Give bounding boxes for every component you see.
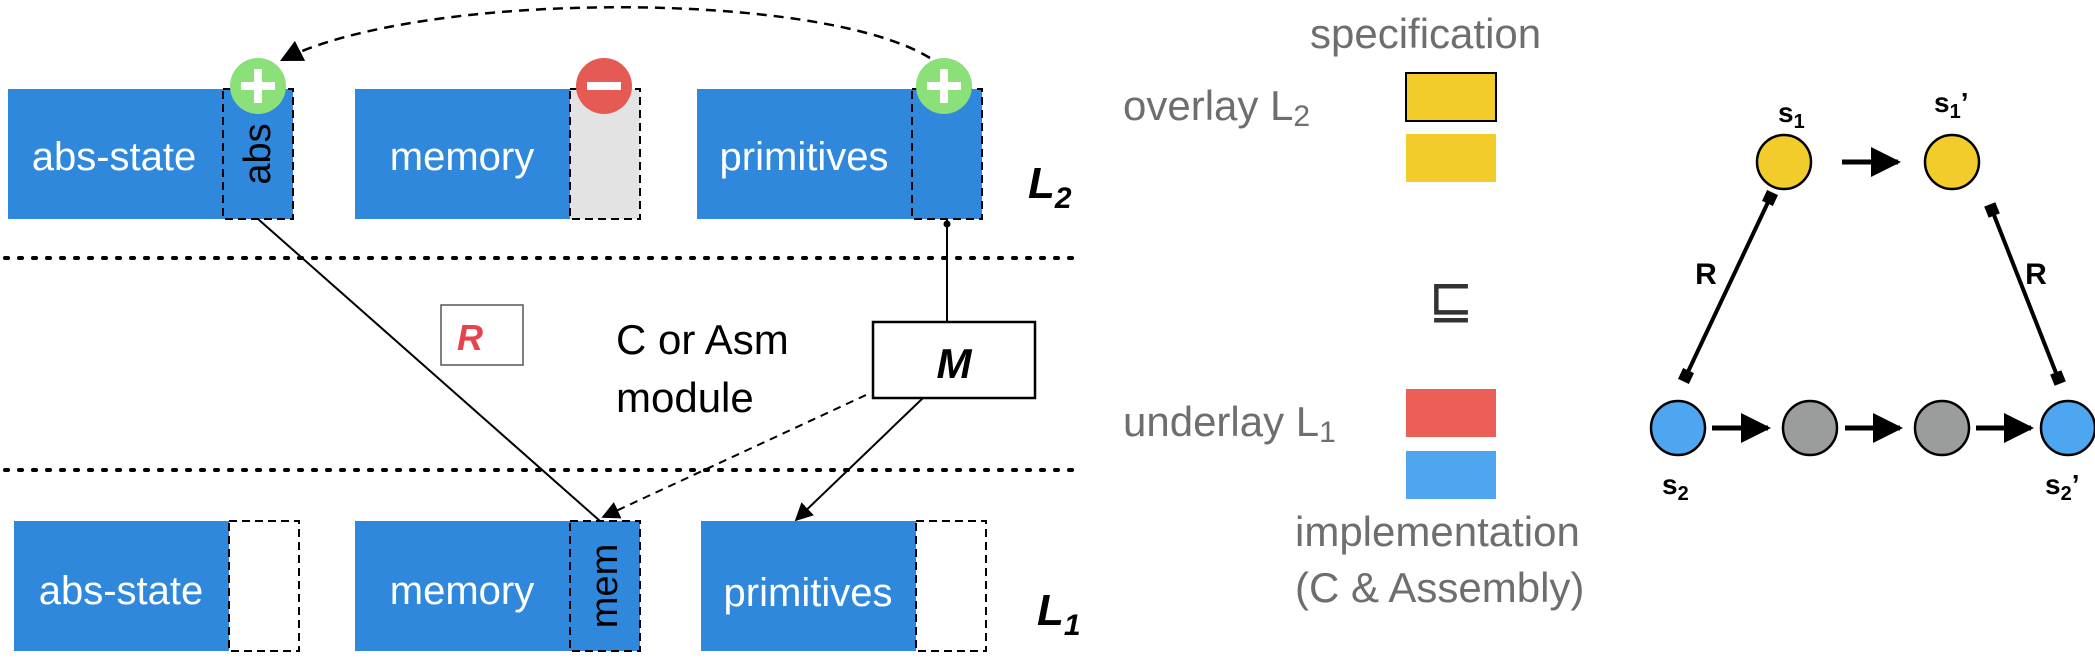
top-abs-slot-label: abs: [237, 123, 279, 184]
state-label-s2-prime: s2’: [2045, 469, 2079, 505]
legend-specification: specification: [1310, 10, 1541, 57]
plus-icon: [916, 58, 972, 114]
bottom-abs-state-block: abs-state: [14, 520, 300, 652]
svg-text:overlay L2: overlay L2: [1123, 82, 1310, 133]
curved-dashed-arrow: [279, 6, 931, 62]
module-text-line1: C or Asm: [616, 316, 789, 363]
relation-edge-label-left: R: [1695, 258, 1717, 291]
relation-r-label: R: [457, 317, 483, 358]
legend-underlay-label: underlay L1: [1123, 398, 1336, 449]
top-primitives-block: primitives: [697, 88, 983, 220]
bottom-abs-state-label: abs-state: [39, 569, 204, 613]
svg-text:underlay L1: underlay L1: [1123, 398, 1336, 449]
top-abs-state-block: abs-state abs: [8, 88, 294, 220]
top-primitives-label: primitives: [720, 135, 889, 179]
state-node-s1-prime: [1923, 133, 1981, 191]
svg-text:L2: L2: [1028, 159, 1072, 215]
bottom-primitives-block: primitives: [701, 520, 987, 652]
top-abs-state-label: abs-state: [32, 135, 197, 179]
bottom-memory-block: memory mem: [355, 520, 641, 652]
legend-overlay-label: overlay L2: [1123, 82, 1310, 133]
legend-refines-symbol: ⊑: [1428, 270, 1473, 330]
bottom-mem-slot-label: mem: [584, 544, 626, 628]
relation-edge-label-right: R: [2025, 258, 2047, 291]
state-node-intermediate: [1913, 399, 1971, 457]
legend-implementation-line2: (C & Assembly): [1295, 564, 1584, 611]
minus-icon: [576, 58, 632, 114]
state-label-s1-prime: s1’: [1934, 87, 1968, 123]
relation-r-box: R: [440, 304, 524, 366]
module-m-box: M: [871, 320, 1037, 400]
state-node-intermediate: [1781, 399, 1839, 457]
relation-edge-left: [1684, 197, 1772, 377]
layer-label-l2: L2: [1028, 159, 1072, 215]
state-node-s1: [1755, 133, 1813, 191]
abs-to-mem-line: [257, 218, 601, 522]
legend-underlay-swatch: [1406, 389, 1496, 437]
m-to-mem-dashed-arrow: [601, 394, 867, 519]
legend-implementation-line1: implementation: [1295, 508, 1580, 555]
state-node-s2-prime: [2039, 399, 2095, 457]
state-node-s2: [1649, 399, 1707, 457]
state-label-s2: s2: [1662, 469, 1689, 505]
layer-label-l1: L1: [1037, 586, 1081, 642]
plus-icon: [230, 58, 286, 114]
svg-text:L1: L1: [1037, 586, 1081, 642]
module-text-line2: module: [616, 374, 754, 421]
bottom-primitives-label: primitives: [724, 571, 893, 615]
m-to-primitives-arrow: [794, 397, 924, 522]
top-memory-label: memory: [390, 135, 534, 179]
legend-spec-swatch: [1406, 134, 1496, 182]
legend-impl-swatch: [1406, 451, 1496, 499]
state-label-s1: s1: [1778, 97, 1805, 133]
bottom-memory-label: memory: [390, 569, 534, 613]
relation-edge-right: [1990, 209, 2060, 379]
state-diagram: R R s1 s1’ s2 s2’: [1649, 87, 2095, 505]
module-m-label: M: [937, 340, 973, 387]
legend-spec-swatch-outlined: [1405, 72, 1497, 122]
